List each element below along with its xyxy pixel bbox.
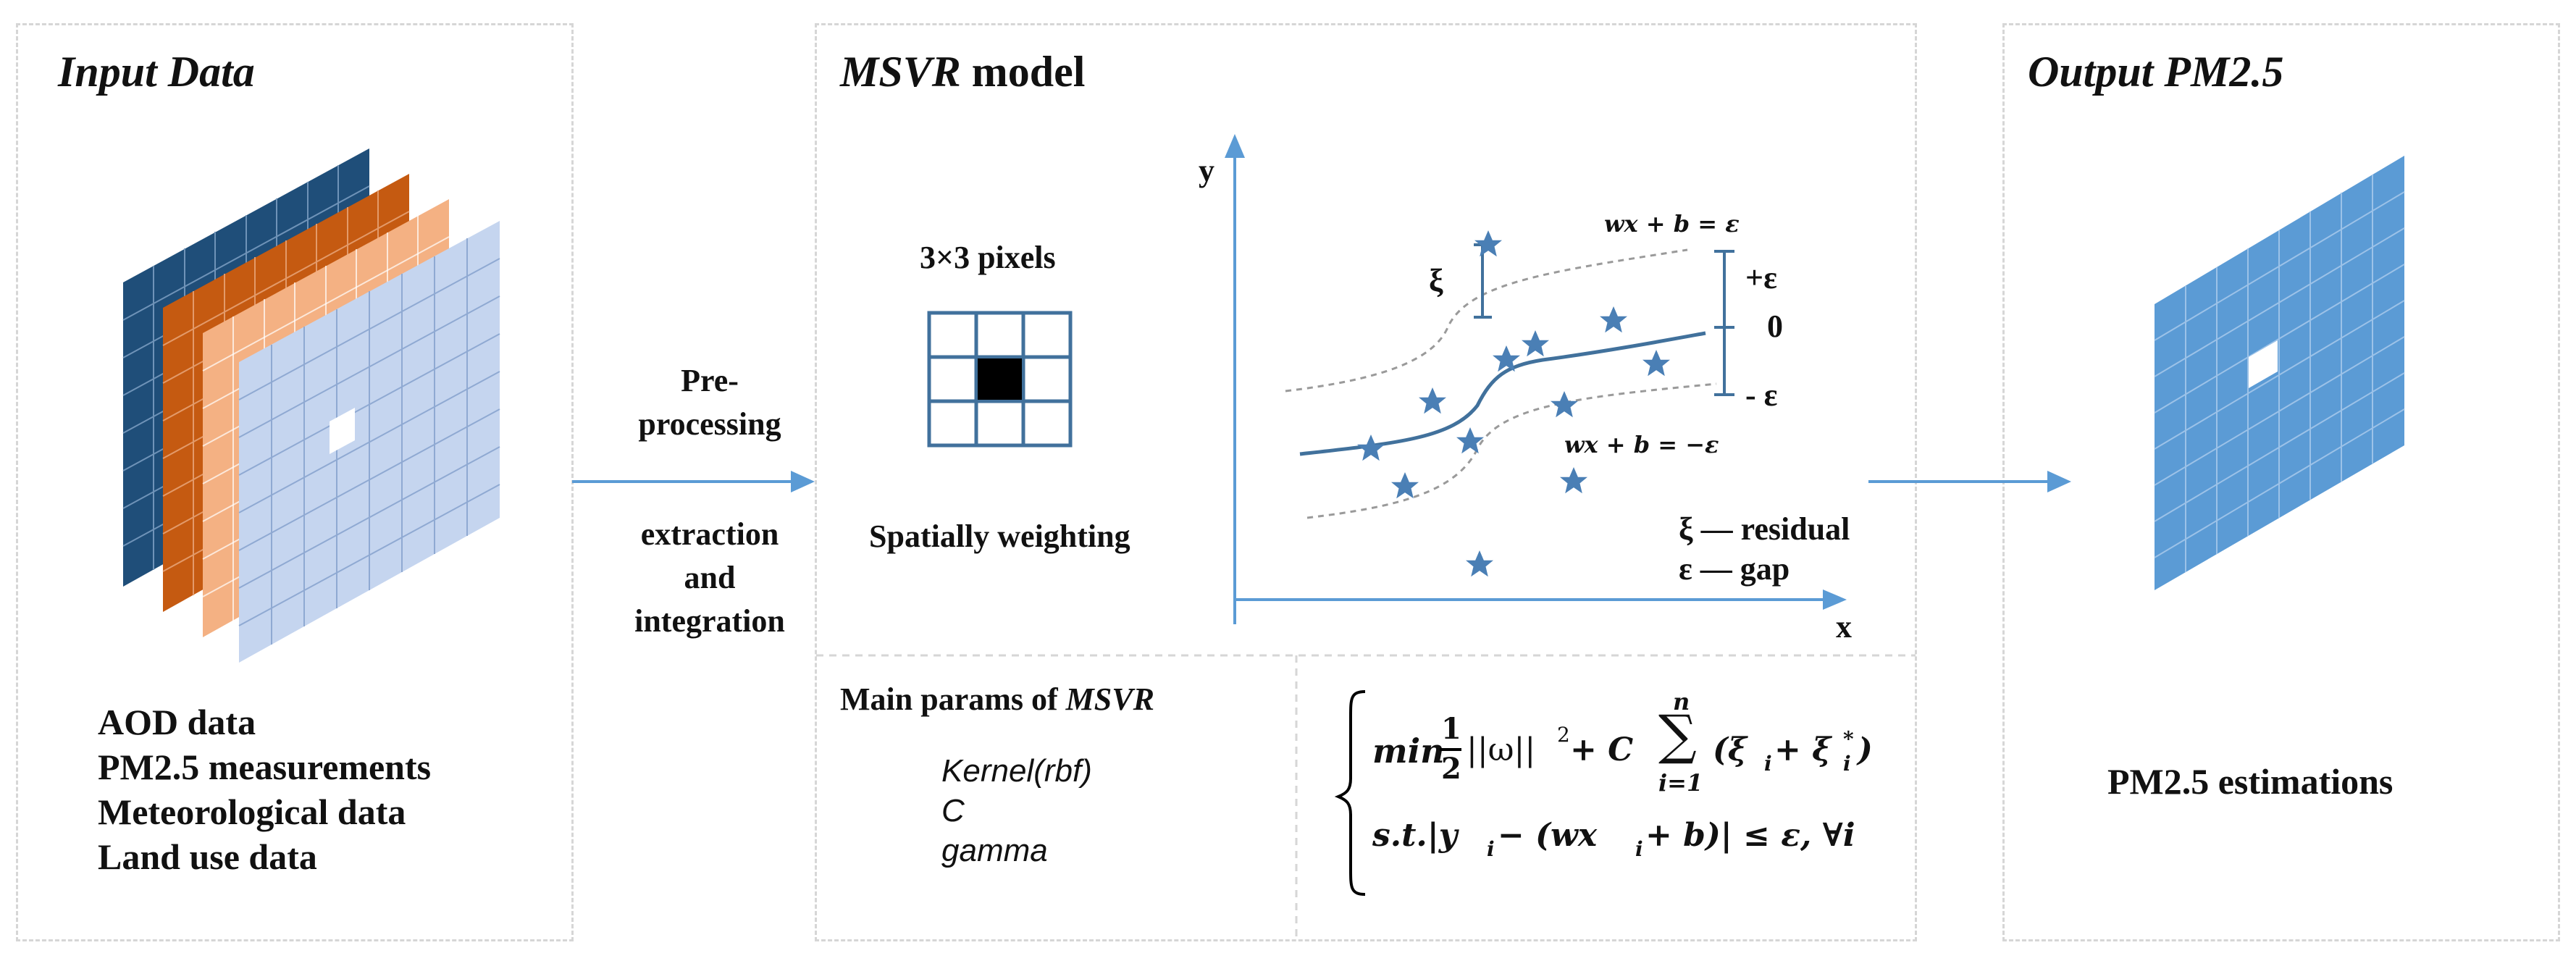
constraint-sub-i-2: i bbox=[1635, 837, 1643, 861]
star-point bbox=[1419, 387, 1446, 414]
plus-c-term: + C bbox=[1570, 731, 1634, 768]
star-point bbox=[1642, 350, 1670, 377]
params-title-italic: MSVR bbox=[1065, 681, 1154, 717]
param-gamma: gamma bbox=[941, 833, 1048, 868]
model-title-rest: model bbox=[960, 48, 1086, 96]
regression-curve bbox=[1299, 331, 1706, 456]
output-label: PM2.5 estimations bbox=[2107, 761, 2394, 802]
lower-boundary-line bbox=[1306, 382, 1717, 519]
model-panel-title: MSVR model bbox=[840, 47, 1085, 97]
input-item-aod: AOD data bbox=[98, 702, 256, 742]
star-point bbox=[1560, 467, 1587, 494]
sum-symbol: ∑ bbox=[1658, 704, 1697, 766]
output-panel-title: Output PM2.5 bbox=[2028, 48, 2284, 96]
xi-label: ξ bbox=[1429, 263, 1443, 298]
minus-epsilon-label: - ε bbox=[1745, 377, 1778, 413]
sum-lower-limit: i=1 bbox=[1658, 769, 1703, 797]
upper-boundary-equation: wx + b = ε bbox=[1604, 210, 1740, 238]
constraint-sub-i: i bbox=[1487, 837, 1495, 861]
frac-denominator: 2 bbox=[1441, 752, 1461, 786]
arrow-to-output bbox=[1868, 471, 2071, 492]
land-use-layer bbox=[238, 221, 500, 663]
upper-boundary-line bbox=[1285, 248, 1688, 393]
extraction-label: extraction bbox=[640, 516, 779, 552]
sum-term-open: (ξ bbox=[1713, 731, 1747, 768]
frac-numerator: 1 bbox=[1441, 712, 1461, 746]
star-point bbox=[1391, 472, 1419, 499]
legend-gap: ε — gap bbox=[1679, 551, 1790, 587]
model-title-italic: MSVR bbox=[840, 48, 961, 96]
lower-boundary-equation: wx + b = −ε bbox=[1564, 431, 1719, 458]
constraint-end: + b)| ≤ ε, ∀i bbox=[1645, 817, 1855, 854]
x-axis-label: x bbox=[1836, 609, 1852, 645]
svr-axes bbox=[1225, 134, 1847, 624]
constraint-start: s.t.|y bbox=[1372, 817, 1458, 854]
output-target-pixel bbox=[2249, 340, 2278, 388]
star-point bbox=[1357, 435, 1385, 461]
formula-brace bbox=[1334, 690, 1366, 896]
plus-epsilon-label: +ε bbox=[1745, 260, 1777, 295]
sum-term-plus-xi: + ξ bbox=[1774, 731, 1832, 768]
preprocess-label-1: Pre- bbox=[681, 363, 739, 398]
preprocess-label-2: processing bbox=[638, 406, 781, 442]
star-point bbox=[1522, 330, 1549, 357]
input-item-pm25: PM2.5 measurements bbox=[98, 747, 432, 787]
data-points bbox=[1357, 230, 1670, 577]
sum-term-sub-i: i bbox=[1764, 752, 1772, 776]
constraint-mid: − (wx bbox=[1498, 817, 1598, 854]
param-c: C bbox=[941, 793, 965, 828]
param-kernel: Kernel(rbf) bbox=[941, 753, 1092, 789]
output-grid bbox=[2154, 156, 2405, 590]
arrow-to-model bbox=[572, 471, 815, 492]
star-point bbox=[1600, 306, 1627, 333]
target-pixel bbox=[330, 408, 355, 454]
norm-square: 2 bbox=[1557, 723, 1570, 747]
pixels-label: 3×3 pixels bbox=[920, 240, 1056, 275]
star-point bbox=[1466, 550, 1493, 577]
y-axis-label: y bbox=[1199, 153, 1214, 188]
pixel-grid-3x3 bbox=[927, 311, 1073, 448]
input-panel-title: Input Data bbox=[58, 48, 255, 96]
norm-term: ||ω|| bbox=[1467, 731, 1536, 768]
sum-term-sub-i-2: i bbox=[1843, 752, 1851, 776]
input-item-land-use: Land use data bbox=[98, 836, 317, 877]
input-item-meteorological: Meteorological data bbox=[98, 792, 406, 832]
star-point bbox=[1456, 427, 1484, 454]
objective-min: min bbox=[1372, 731, 1445, 771]
sum-upper-limit: n bbox=[1673, 688, 1690, 715]
params-title: Main params of MSVR bbox=[840, 681, 1154, 718]
sum-term-star: * bbox=[1843, 727, 1854, 751]
epsilon-bracket bbox=[1714, 250, 1734, 396]
star-point bbox=[1474, 230, 1502, 257]
and-label: and bbox=[684, 560, 736, 595]
center-pixel bbox=[978, 358, 1022, 400]
star-point bbox=[1493, 345, 1520, 372]
star-point bbox=[1551, 391, 1578, 418]
params-title-prefix: Main params of bbox=[840, 681, 1066, 717]
legend-residual: ξ — residual bbox=[1679, 511, 1850, 547]
frac-bar bbox=[1440, 748, 1461, 751]
xi-bracket bbox=[1474, 243, 1492, 319]
zero-label: 0 bbox=[1767, 309, 1783, 344]
spatial-weighting-label: Spatially weighting bbox=[869, 519, 1130, 554]
integration-label: integration bbox=[634, 603, 785, 639]
sum-term-close: ) bbox=[1858, 731, 1873, 768]
